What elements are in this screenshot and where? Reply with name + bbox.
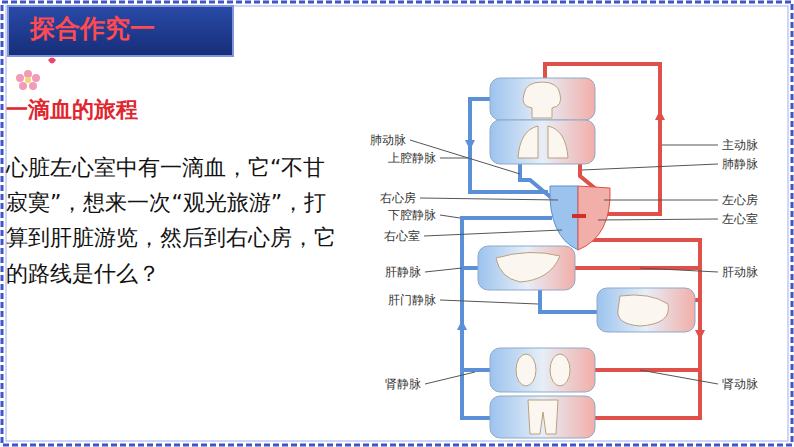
legs-box: [490, 396, 595, 438]
vessel-label: 肾静脉: [383, 377, 423, 391]
legs-figure: [528, 400, 558, 434]
vessel-label: 肝静脉: [383, 265, 423, 279]
gut-artery: [695, 298, 700, 302]
vessel-label: 主动脉: [720, 138, 760, 152]
leader-lines: [410, 140, 718, 384]
flower-icon: [16, 58, 56, 91]
vessel-label: 上腔静脉: [386, 151, 438, 165]
section-heading: 一滴血的旅程: [6, 96, 138, 125]
chamber-label: 左心室: [720, 212, 760, 226]
vessel-label: 下腔静脉: [386, 208, 438, 222]
head-figure: [523, 82, 561, 118]
leader-line: [425, 268, 462, 272]
blood-drop: [572, 214, 586, 218]
hepatic-artery: [575, 266, 700, 270]
petal: [16, 74, 24, 82]
capillary-bed: [597, 288, 695, 332]
leader-line: [420, 198, 558, 200]
liver-figure: [496, 252, 560, 282]
chamber-label: 右心室: [382, 229, 422, 243]
capillary-bed: [490, 348, 595, 392]
slide-frame-inner: [6, 6, 788, 441]
title-bar: [8, 6, 233, 56]
capillary-bed: [490, 396, 595, 438]
flow-arrow: [695, 330, 705, 340]
leader-line: [640, 268, 718, 272]
vessel-label: 肾动脉: [720, 377, 760, 391]
flower-center: [25, 77, 31, 83]
gut-box: [597, 288, 695, 332]
slide-title: 探合作究一: [30, 14, 155, 44]
capillary-bed: [478, 246, 575, 290]
lung-box: [490, 120, 595, 164]
kidney-figure: [550, 354, 570, 386]
vessel-label: 肺静脉: [720, 157, 760, 171]
petal: [24, 70, 32, 78]
renal-vein: [462, 368, 490, 372]
question-text: 心脏左心室中有一滴血，它“不甘寂寞”，想来一次“观光旅游”，打算到肝脏游览，然后…: [6, 150, 336, 291]
petal: [32, 74, 40, 82]
leader-line: [440, 300, 538, 304]
portal-vein: [540, 290, 597, 312]
chamber-label: 左心房: [720, 193, 760, 207]
leader-line: [440, 158, 468, 159]
stomach-figure: [618, 295, 669, 326]
leader-line: [424, 230, 562, 236]
leader-line: [582, 164, 718, 170]
capillary-bed: [490, 120, 595, 164]
flow-arrow: [655, 110, 665, 120]
leader-line: [662, 145, 718, 146]
heart-icon: [48, 58, 56, 64]
leader-line: [640, 370, 718, 384]
vessel-label: 肺动脉: [368, 133, 408, 147]
petal: [29, 82, 37, 90]
hepatic-vein: [462, 266, 478, 270]
leader-line: [425, 372, 475, 384]
leader-line: [598, 219, 718, 220]
liver-box: [478, 246, 575, 290]
vessel-label: 肝门静脉: [386, 293, 438, 307]
kidney-figure: [516, 354, 536, 386]
kidney-box: [490, 348, 595, 392]
lung-figure: [518, 126, 568, 158]
heart-figure: [550, 186, 610, 250]
petal: [19, 82, 27, 90]
chamber-label: 右心房: [378, 191, 418, 205]
head-box: [490, 78, 595, 120]
flow-arrow: [465, 140, 475, 150]
flow-arrow: [457, 320, 467, 330]
leader-line: [440, 215, 460, 218]
leader-line: [604, 200, 718, 201]
capillary-bed: [490, 78, 595, 120]
vessel-label: 肝动脉: [720, 265, 760, 279]
